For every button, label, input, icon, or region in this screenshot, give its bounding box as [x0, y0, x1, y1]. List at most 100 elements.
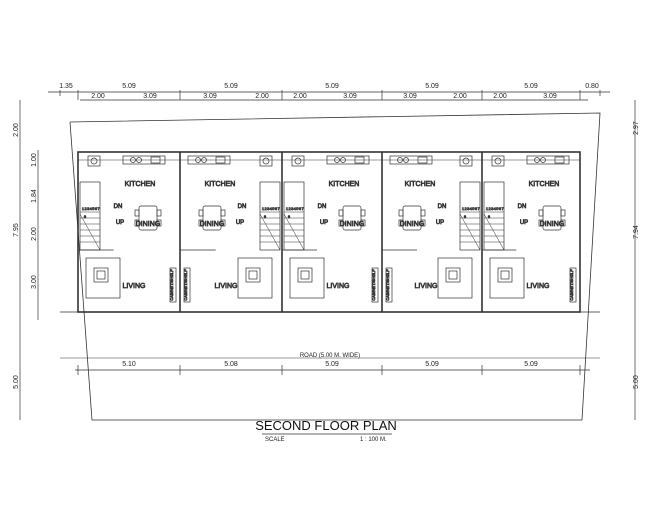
stair-arrow [483, 213, 505, 251]
dim-top-sub: 2.00 [453, 93, 467, 100]
cabinet-label: CABINET/SHELF [569, 269, 574, 301]
sink-fixture [291, 155, 305, 167]
cabinet-label: CABINET/SHELF [183, 269, 188, 301]
dim-top-sub: 3.09 [203, 93, 217, 100]
plan-title: SECOND FLOOR PLAN [255, 418, 397, 433]
dim-top-sub: 3.09 [143, 93, 157, 100]
dining-chair [198, 219, 204, 227]
stair [283, 181, 305, 251]
dim-top-unit: 5.09 [524, 83, 538, 90]
living-label: LIVING [415, 283, 438, 290]
stair-number: 4 [270, 206, 273, 211]
cabinet-label: CABINET/SHELF [371, 269, 376, 301]
stove-burner [195, 157, 201, 163]
kitchen-sink [150, 156, 161, 164]
coffee-table [297, 267, 313, 283]
stair-up-label: UP [116, 220, 124, 226]
stove-burner [130, 157, 136, 163]
dining-label: DINING [136, 221, 161, 228]
dim-right: 7.94 [633, 225, 640, 239]
stair-up-label: UP [436, 220, 444, 226]
dim-left: 3.00 [31, 275, 38, 289]
kitchen-label: KITCHEN [125, 181, 156, 188]
dim-corner-left: 1.35 [59, 83, 73, 90]
stair-number: 1 [286, 206, 289, 211]
stair-number: 5 [272, 206, 275, 211]
stair-arrow [259, 213, 281, 251]
dim-top-unit: 5.09 [425, 83, 439, 90]
sink-basin [494, 157, 502, 165]
stair-arrow [459, 213, 481, 251]
dim-bottom-unit: 5.09 [325, 361, 339, 368]
dim-bottom-unit: 5.10 [122, 361, 136, 368]
stair-number: 6 [475, 206, 478, 211]
dining-chair [338, 209, 344, 217]
sink-basin [462, 157, 470, 165]
stair-number: 3 [291, 206, 294, 211]
stair-number: 3 [87, 206, 90, 211]
dim-top-unit: 5.09 [224, 83, 238, 90]
dining-label: DINING [400, 221, 425, 228]
kitchen-counter [187, 155, 231, 165]
stair-down-label: DN [518, 204, 527, 210]
stair-arrow [79, 213, 101, 251]
dining-chair [220, 209, 226, 217]
stair-arrow [283, 213, 305, 251]
cabinet [385, 267, 393, 303]
kitchen-counter [326, 155, 370, 165]
stair-up-label: UP [236, 220, 244, 226]
stair-up-label: UP [320, 220, 328, 226]
stair-number: 2 [264, 206, 267, 211]
coffee-table [93, 267, 109, 283]
stair-number: 7 [97, 206, 100, 211]
stair-number: 3 [467, 206, 470, 211]
living-sofa-set [85, 257, 121, 299]
dining-chair [538, 209, 544, 217]
stair-number: 4 [294, 206, 297, 211]
stair-number: 8 [84, 214, 87, 219]
stove-burner [534, 157, 540, 163]
living-label: LIVING [215, 283, 238, 290]
stair-number: 8 [288, 214, 291, 219]
dim-top-sub: 2.00 [293, 93, 307, 100]
living-sofa-set [289, 257, 325, 299]
cabinet [569, 267, 577, 303]
kitchen-counter [122, 155, 166, 165]
stove-burner [397, 157, 403, 163]
kitchen-counter [526, 155, 570, 165]
stair-number: 6 [499, 206, 502, 211]
dining-chair [398, 209, 404, 217]
cabinet-label: CABINET/SHELF [385, 269, 390, 301]
stair-down-label: DN [318, 204, 327, 210]
stair-number: 7 [277, 206, 280, 211]
stair-number: 1 [486, 206, 489, 211]
stair-number: 5 [496, 206, 499, 211]
scale-label: SCALE [265, 437, 285, 443]
coffee-table [245, 267, 261, 283]
stair-number: 1 [462, 206, 465, 211]
stove-burner [136, 157, 142, 163]
stair [79, 181, 101, 251]
sink-fixture [87, 155, 101, 167]
living-label: LIVING [527, 283, 550, 290]
stair-down-label: DN [238, 204, 247, 210]
stair-down-label: DN [438, 204, 447, 210]
dining-table [342, 205, 362, 231]
kitchen-sink [417, 156, 428, 164]
kitchen-label: KITCHEN [529, 181, 560, 188]
dim-top-sub: 3.09 [343, 93, 357, 100]
lot-boundary [69, 112, 601, 421]
coffee-table [497, 267, 513, 283]
stair-number: 3 [491, 206, 494, 211]
dining-chair [560, 219, 566, 227]
dim-bottom-unit: 5.09 [425, 361, 439, 368]
kitchen-sink [215, 156, 226, 164]
stair-number: 2 [288, 206, 291, 211]
dining-chair [560, 209, 566, 217]
dim-top-sub: 3.09 [403, 93, 417, 100]
living-sofa-set [437, 257, 473, 299]
dim-left: 2.00 [31, 227, 38, 241]
